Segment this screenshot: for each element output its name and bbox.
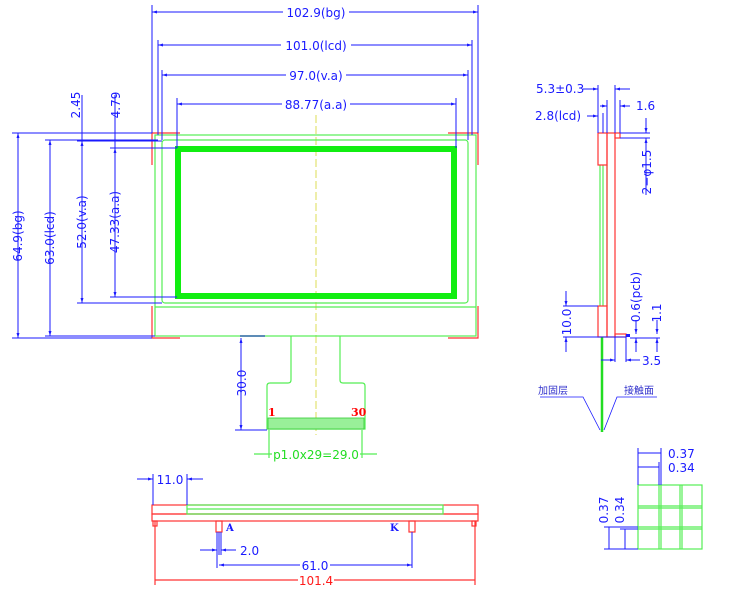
dim-pcb: 0.6(pcb) (629, 272, 643, 322)
fpc-cable (235, 335, 377, 458)
dim-fpc-length: 30.0 (235, 370, 249, 397)
dim-101-4: 101.4 (299, 574, 333, 588)
dim-lcd-width: 101.0(lcd) (285, 39, 346, 53)
bottom-view: 11.0 2.0 61.0 101.4 A K (137, 473, 479, 588)
dim-pitch: p1.0x29=29.0 (273, 448, 359, 462)
pin-anode-label: A (225, 523, 234, 534)
dim-bg-width: 102.9(bg) (287, 6, 346, 20)
dim-1-6: 1.6 (636, 99, 655, 113)
pin-cathode (408, 520, 416, 533)
dim-2: 2.0 (240, 544, 259, 558)
dim-61: 61.0 (302, 559, 329, 573)
front-view: 102.9(bg) 101.0(lcd) 97.0(v.a) 88.77(a.a… (11, 5, 479, 462)
dim-thickness: 5.3±0.3 (536, 82, 584, 96)
dim-dot-width-1: 0.37 (668, 447, 695, 461)
pin-30-label: 30 (351, 406, 367, 419)
dim-10: 10.0 (560, 309, 574, 336)
dim-bg-height: 64.9(bg) (11, 210, 25, 261)
lcd-outline (154, 134, 477, 337)
dim-lcd-thickness: 2.8(lcd) (535, 109, 581, 123)
fpc-contacts (267, 417, 365, 430)
dim-dot-height-1: 0.37 (597, 497, 611, 524)
dim-holes: 2−φ1.5 (640, 150, 654, 195)
label-contact-surface: 接触面 (624, 384, 654, 397)
pin-1-label: 1 (268, 406, 276, 419)
side-view: 5.3±0.3 2.8(lcd) 1.6 2−φ1.5 0.6(pcb) 1.1… (535, 82, 664, 432)
active-area (175, 146, 457, 299)
dim-aa-height: 47.33(a.a) (108, 191, 122, 253)
dim-1-1: 1.1 (650, 303, 664, 322)
pin-anode (215, 520, 223, 533)
dim-11: 11.0 (157, 473, 184, 487)
dim-aa-width: 88.77(a.a) (285, 98, 347, 112)
label-stiffener: 加固层 (538, 385, 568, 397)
dot-detail: 0.37 0.34 0.37 0.34 (597, 447, 703, 550)
dim-dot-width-2: 0.34 (668, 461, 695, 475)
pin-cathode-label: K (390, 523, 399, 534)
dim-va-offset: 2.45 (69, 92, 83, 119)
dim-va-height: 52.0(v.a) (75, 195, 89, 248)
dim-lcd-height: 63.0(lcd) (43, 211, 57, 265)
dim-va-width: 97.0(v.a) (289, 69, 342, 83)
dim-3-5: 3.5 (642, 354, 661, 368)
height-dimensions (12, 95, 177, 339)
dim-aa-offset: 4.79 (109, 92, 123, 119)
dim-dot-height-2: 0.34 (613, 497, 627, 524)
viewing-area (161, 139, 469, 304)
